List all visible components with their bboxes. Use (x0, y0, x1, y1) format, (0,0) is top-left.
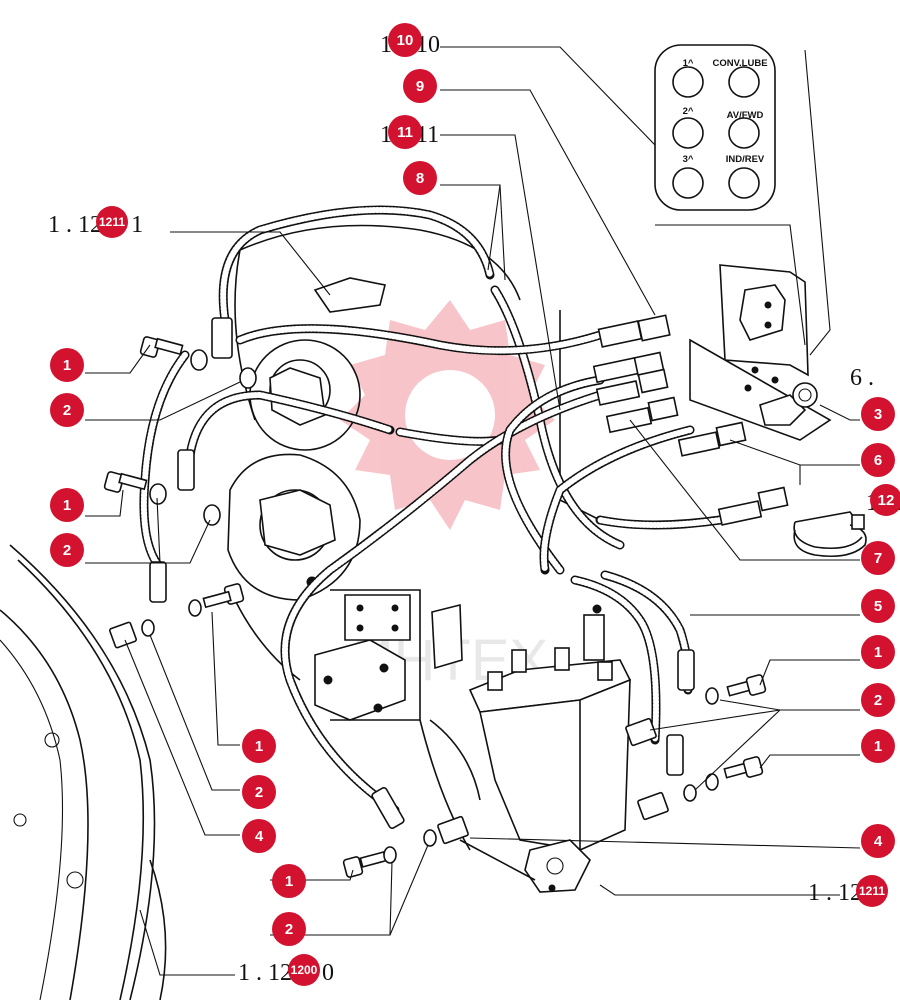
callout-1200-label: 1200 (291, 963, 318, 977)
fasteners (103, 336, 767, 878)
callout-1-c[interactable]: 1 (861, 635, 895, 669)
callout-3-label: 3 (874, 406, 882, 423)
ref-1211-left: 1 . 1211 1 (48, 212, 143, 238)
panel-label-3: 3^ (683, 154, 694, 165)
panel-button-fwd[interactable] (728, 117, 760, 149)
callout-7-label: 7 (874, 550, 882, 567)
callout-1-b[interactable]: 1 (50, 488, 84, 522)
callout-10-label: 10 (397, 32, 414, 49)
callouts: 10 9 11 8 1211 1 2 1 2 3 6 (50, 23, 900, 986)
callout-1211-right-label: 1211 (859, 884, 885, 898)
callout-2-b-label: 2 (63, 542, 71, 559)
control-valve-block (459, 604, 632, 893)
callout-10[interactable]: 10 (388, 23, 422, 57)
callout-2-c-label: 2 (874, 692, 882, 709)
callout-1-a-label: 1 (63, 357, 71, 374)
callout-8[interactable]: 8 (403, 161, 437, 195)
callout-12[interactable]: 12 (870, 484, 900, 516)
panel-button-3[interactable] (672, 167, 704, 199)
callout-9-label: 9 (416, 78, 424, 95)
callout-6[interactable]: 6 (861, 443, 895, 477)
callout-2-a[interactable]: 2 (50, 393, 84, 427)
callout-4-b-label: 4 (874, 833, 883, 850)
callout-4-a-label: 4 (255, 828, 264, 845)
panel-button-rev[interactable] (728, 167, 760, 199)
callout-1-e[interactable]: 1 (242, 729, 276, 763)
panel-label-fwd: AV/FWD (727, 110, 764, 121)
panel-label-conv-lube: CONV.LUBE (712, 58, 767, 69)
callout-1211-left[interactable]: 1211 (96, 206, 128, 238)
callout-3[interactable]: 3 (861, 397, 895, 431)
callout-12-label: 12 (878, 492, 895, 509)
ref-6: 6 . (850, 365, 874, 391)
callout-1200[interactable]: 1200 (288, 954, 320, 986)
leader-lines (85, 46, 861, 976)
callout-2-a-label: 2 (63, 402, 71, 419)
callout-1211-right[interactable]: 1211 (856, 875, 888, 907)
callout-11[interactable]: 11 (388, 115, 422, 149)
callout-2-d-label: 2 (255, 784, 263, 801)
callout-7[interactable]: 7 (861, 541, 895, 575)
callout-1-b-label: 1 (63, 497, 71, 514)
watermark-gear (340, 300, 555, 530)
callout-1-d[interactable]: 1 (861, 729, 895, 763)
callout-5[interactable]: 5 (861, 589, 895, 623)
panel-button-conv-lube[interactable] (728, 66, 760, 98)
hose-clamp (793, 511, 867, 558)
callout-2-e-label: 2 (285, 921, 293, 938)
mounting-bracket (689, 264, 832, 441)
callout-1-f[interactable]: 1 (272, 864, 306, 898)
callout-9[interactable]: 9 (403, 69, 437, 103)
hydraulic-hoses (139, 205, 725, 815)
panel-button-2[interactable] (672, 117, 704, 149)
callout-4-a[interactable]: 4 (242, 819, 276, 853)
callout-2-c[interactable]: 2 (861, 683, 895, 717)
callout-8-label: 8 (416, 170, 424, 187)
callout-1211-left-label: 1211 (99, 215, 125, 229)
callout-1-d-label: 1 (874, 738, 882, 755)
callout-1-e-label: 1 (255, 738, 263, 755)
callout-1-c-label: 1 (874, 644, 882, 661)
callout-2-d[interactable]: 2 (242, 775, 276, 809)
callout-11-label: 11 (397, 124, 413, 141)
callout-5-label: 5 (874, 598, 882, 615)
panel-label-2: 2^ (683, 106, 694, 117)
engine-flywheel-housing (0, 544, 167, 1000)
callout-2-b[interactable]: 2 (50, 533, 84, 567)
callout-4-b[interactable]: 4 (861, 824, 895, 858)
control-panel: 1^ CONV.LUBE 2^ AV/FWD 3^ IND/REV (654, 44, 776, 211)
callout-1-a[interactable]: 1 (50, 348, 84, 382)
callout-6-label: 6 (874, 452, 882, 469)
panel-label-1: 1^ (683, 58, 694, 69)
callout-2-e[interactable]: 2 (272, 912, 306, 946)
hose-fittings (149, 314, 789, 830)
panel-label-rev: IND/REV (726, 154, 765, 165)
panel-button-1[interactable] (672, 66, 704, 98)
callout-1-f-label: 1 (285, 873, 293, 890)
